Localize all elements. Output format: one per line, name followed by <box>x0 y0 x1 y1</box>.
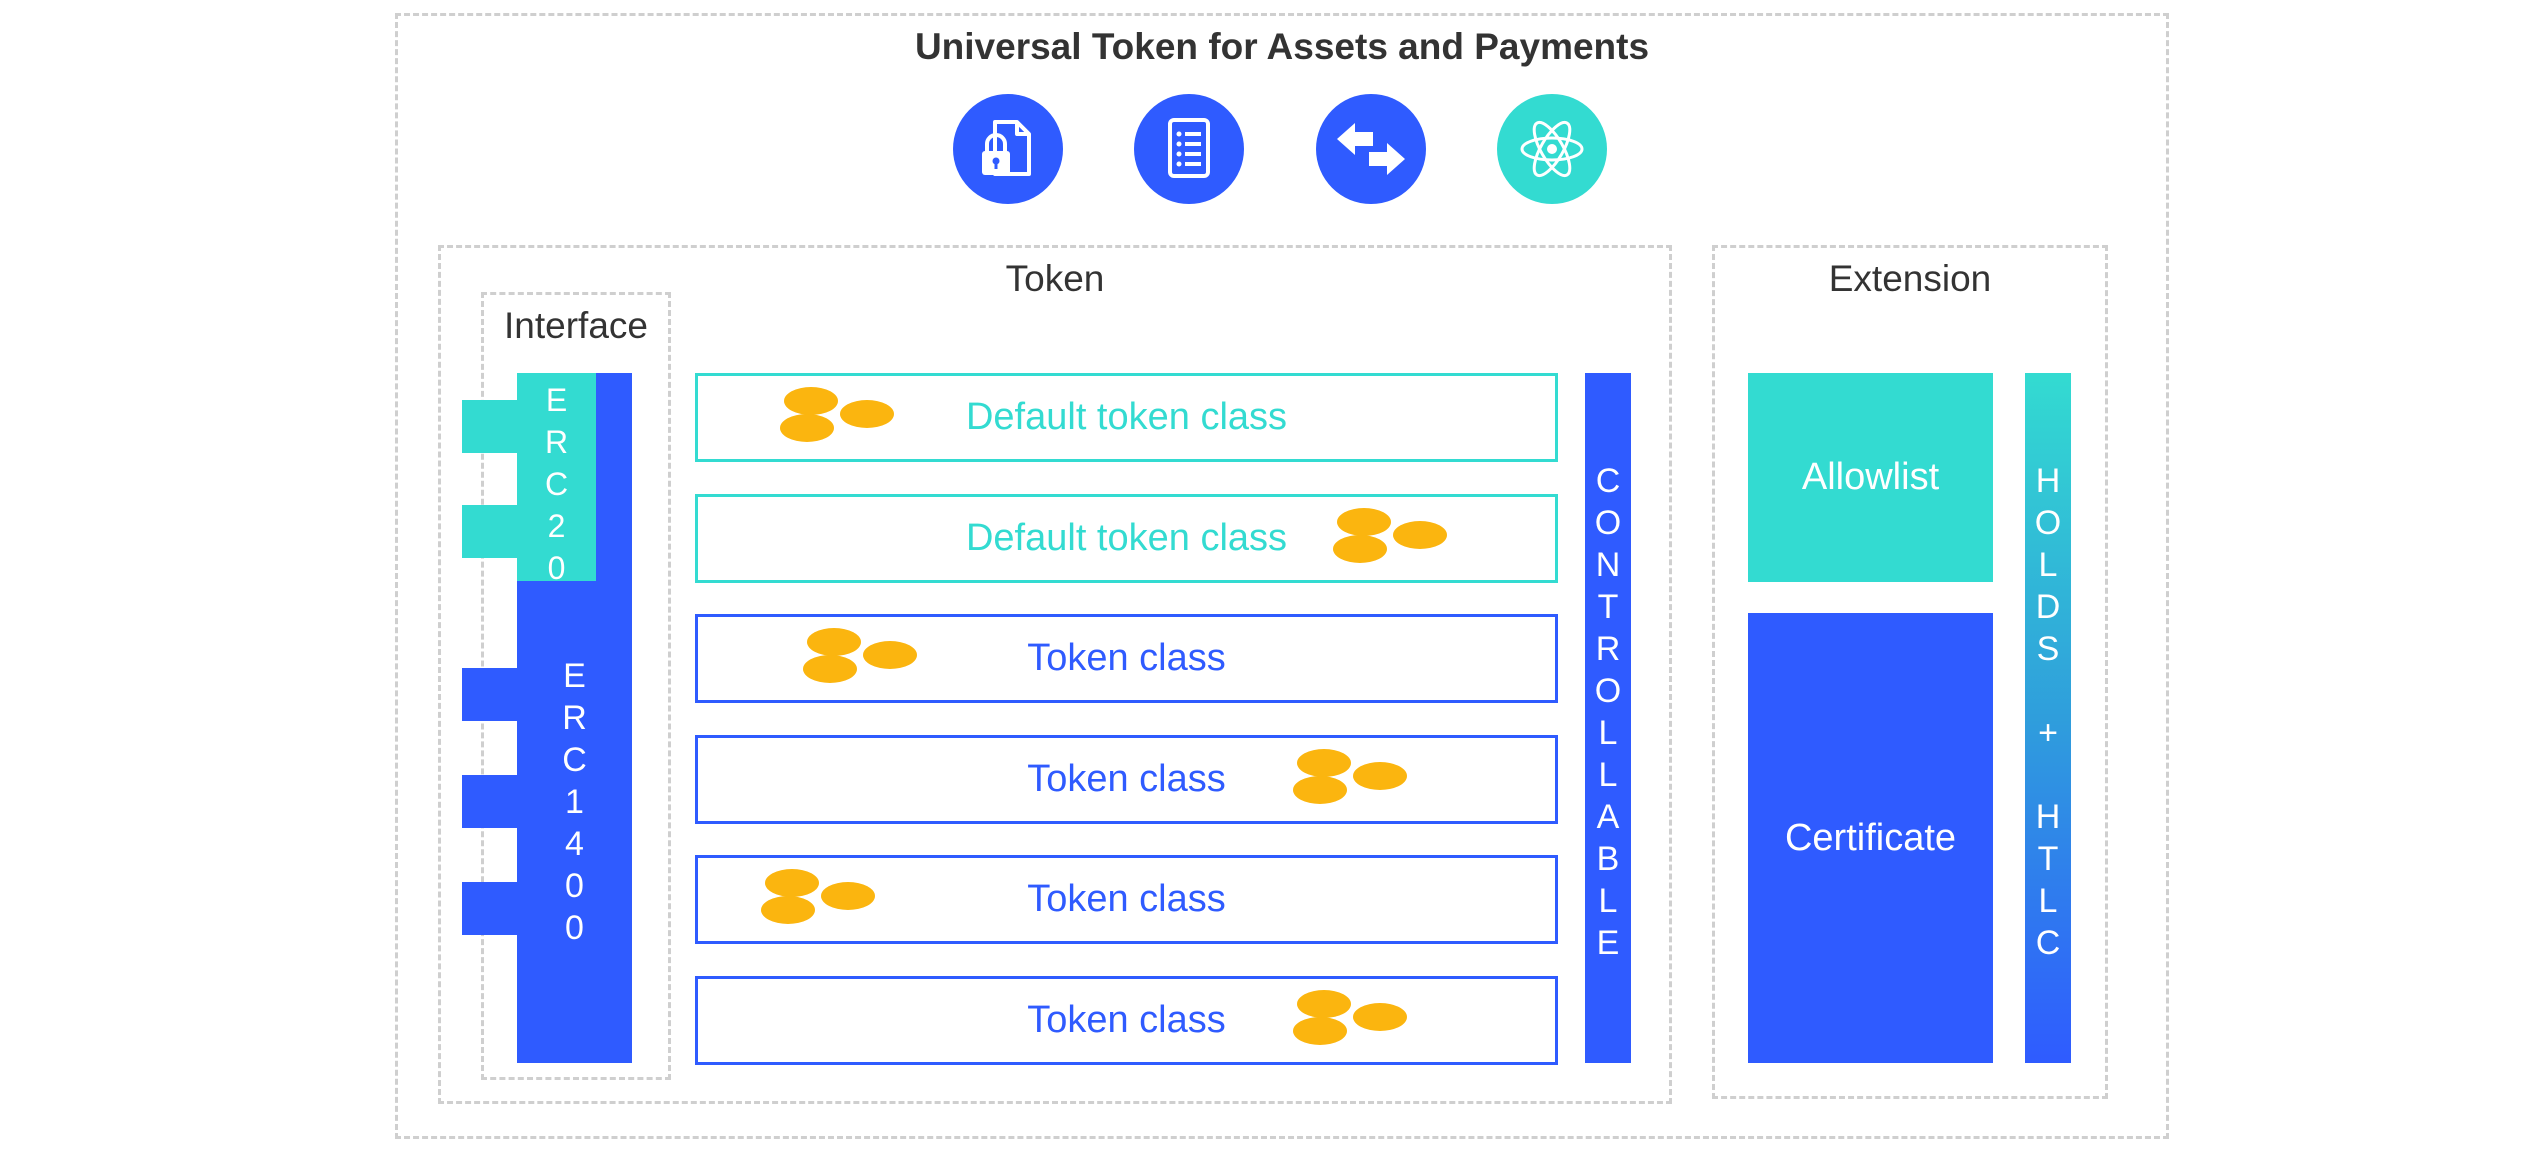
checklist-icon <box>1134 94 1244 204</box>
holds-htlc-letter: L <box>2038 882 2058 920</box>
coin <box>780 414 834 442</box>
erc20-letter: R <box>544 424 569 460</box>
holds-htlc-letter: O <box>2034 504 2062 542</box>
erc1400-plug <box>462 882 519 935</box>
token-class-row: Token class <box>695 734 1558 824</box>
erc1400-letter: 0 <box>565 867 584 905</box>
checklist-glyph <box>1168 118 1210 178</box>
coin <box>1393 520 1447 549</box>
controllable-letter: C <box>1595 462 1621 500</box>
holds-htlc-letter: T <box>2037 840 2059 878</box>
coin <box>1353 1002 1407 1031</box>
interface-section-label: Interface <box>504 305 648 346</box>
controllable-letter: T <box>1597 588 1619 626</box>
erc20-block <box>517 373 596 581</box>
coin <box>1293 775 1347 804</box>
controllable-letter: L <box>1598 882 1618 920</box>
atom-icon <box>1497 94 1607 204</box>
coin <box>761 896 815 924</box>
controllable-letter: N <box>1595 546 1621 584</box>
coin <box>1337 507 1391 536</box>
holds-htlc-letter: C <box>2035 924 2061 962</box>
controllable-letter: L <box>1598 714 1618 752</box>
atom-glyph <box>1520 120 1584 178</box>
coin <box>807 628 861 656</box>
certificate-box: Certificate <box>1748 613 1993 1063</box>
token-section-label: Token <box>1005 258 1105 299</box>
coin <box>1297 748 1351 777</box>
token-class-label: Default token class <box>965 396 1288 438</box>
extension-section <box>1712 245 2108 1099</box>
controllable-bar <box>1585 373 1631 1063</box>
holds-htlc-letter: H <box>2035 798 2061 836</box>
allowlist-box: Allowlist <box>1748 373 1993 582</box>
erc20-plug <box>462 505 519 558</box>
swap-arrows-glyph <box>1337 123 1405 175</box>
erc1400-letter: R <box>562 699 587 737</box>
erc1400-letter: E <box>563 657 586 695</box>
erc20-plug <box>462 400 519 453</box>
coin <box>784 387 838 415</box>
diagram-frame <box>395 13 2169 1139</box>
token-section <box>438 245 1672 1104</box>
token-class-label: Token class <box>1027 757 1226 800</box>
erc1400-letter: 4 <box>565 825 584 863</box>
holds-htlc-letter: L <box>2038 546 2058 584</box>
controllable-letter: O <box>1594 672 1622 710</box>
coin <box>1293 1016 1347 1045</box>
holds-htlc-letter: S <box>2036 630 2060 668</box>
coin <box>1297 989 1351 1018</box>
token-class-label: Default token class <box>965 516 1288 559</box>
coin <box>765 869 819 897</box>
coins-icon <box>1293 989 1407 1045</box>
coin <box>863 641 917 669</box>
lock-document-icon <box>953 94 1063 204</box>
erc20-letter: 2 <box>547 508 566 544</box>
holds-htlc-letter: D <box>2035 588 2061 626</box>
controllable-letter: L <box>1598 756 1618 794</box>
diagram-title: Universal Token for Assets and Payments <box>914 26 1650 67</box>
controllable-letter: E <box>1596 924 1620 962</box>
coins-icon <box>780 387 894 442</box>
controllable-letter: B <box>1596 840 1620 878</box>
lock-document-glyph <box>982 120 1031 176</box>
coin <box>1353 761 1407 790</box>
token-class-label: Token class <box>1027 637 1226 679</box>
erc1400-letter: 0 <box>565 909 584 947</box>
erc1400-letter: C <box>562 741 587 779</box>
swap-arrows-icon <box>1316 94 1426 204</box>
coins-icon <box>803 628 917 683</box>
controllable-letter: O <box>1594 504 1622 542</box>
token-class-row: Default token class <box>695 373 1558 462</box>
erc1400-letter: 1 <box>565 783 584 821</box>
erc20-letter: E <box>545 382 568 418</box>
erc1400-plug <box>462 668 519 721</box>
erc20-letter: 0 <box>547 550 566 586</box>
coin <box>821 882 875 910</box>
coin <box>803 655 857 683</box>
coins-icon <box>1293 748 1407 804</box>
coin <box>840 400 894 428</box>
token-class-label: Token class <box>1027 878 1226 920</box>
token-class-row: Token class <box>695 975 1558 1065</box>
coins-icon <box>761 869 875 924</box>
holds-htlc-letter: + <box>2038 714 2058 752</box>
coins-icon <box>1333 507 1447 563</box>
controllable-letter: R <box>1595 630 1621 668</box>
extension-section-label: Extension <box>1828 258 1992 299</box>
holds-htlc-letter: H <box>2035 462 2061 500</box>
erc20-letter: C <box>544 466 569 502</box>
erc1400-plug <box>462 775 519 828</box>
token-class-label: Token class <box>1027 998 1226 1041</box>
controllable-letter: A <box>1596 798 1620 836</box>
holds-htlc-bar <box>2025 373 2071 1063</box>
coin <box>1333 534 1387 563</box>
